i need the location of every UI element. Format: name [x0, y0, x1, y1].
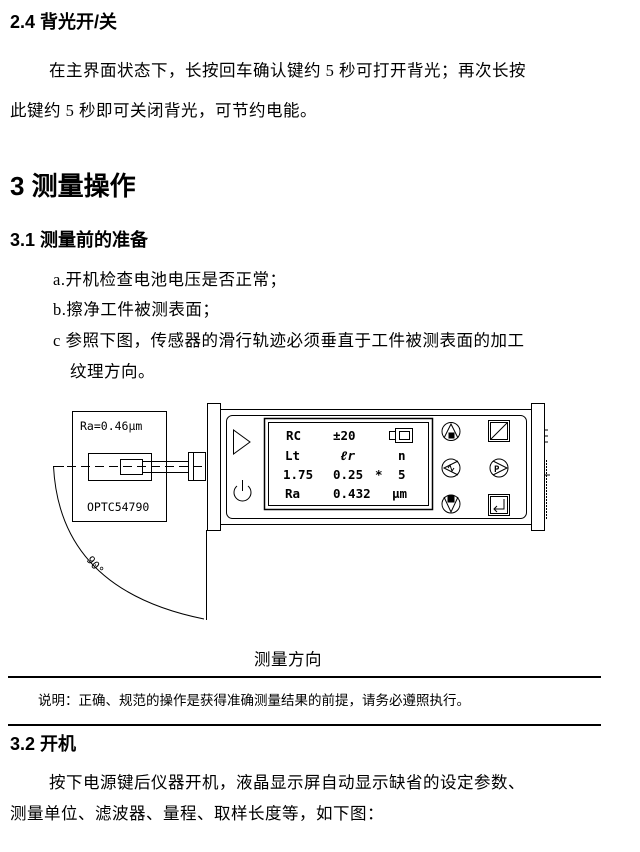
sensor-range-label: Ra=0.46μm	[80, 419, 142, 433]
angle-arc	[53, 466, 205, 620]
note-bottom-rule	[8, 724, 601, 726]
sensor-serial-label: OPTC54790	[87, 500, 149, 514]
note-top-rule	[8, 676, 601, 678]
lcd-outer	[263, 417, 434, 511]
section-2-4-heading: 2.4 背光开/关	[10, 12, 118, 32]
lcd-param: Ra	[285, 486, 300, 501]
lcd-n-label: n	[398, 448, 406, 463]
angle-label: 90°	[84, 554, 107, 578]
prep-item-c-cont: 纹理方向。	[70, 362, 155, 381]
key-units-icon	[488, 420, 510, 442]
section-3-2-paragraph-line1: 按下电源键后仪器开机，液晶显示屏自动显示缺省的设定参数、	[49, 773, 525, 792]
key-enter-icon	[488, 494, 510, 516]
power-icon	[233, 485, 252, 502]
lcd-inner	[268, 422, 429, 506]
chapter-3-heading: 3 测量操作	[10, 171, 136, 201]
lcd-unit: μm	[392, 486, 408, 501]
lcd-lr-value: 0.25	[333, 467, 363, 482]
note-text: 说明：正确、规范的操作是获得准确测量结果的前提，请务必遵照执行。	[38, 693, 470, 708]
key-down-icon	[441, 494, 461, 514]
figure-caption: 测量方向	[254, 650, 322, 669]
prep-item-b: b.擦净工件被测表面；	[53, 300, 220, 319]
key-filter-icon	[441, 458, 461, 478]
start-icon	[233, 429, 251, 455]
lcd-lt-label: Lt	[285, 448, 300, 463]
section-3-2-heading: 3.2 开机	[10, 734, 77, 754]
lcd-result: 0.432	[333, 486, 371, 501]
lcd-lr-label: ℓr	[340, 448, 356, 463]
section-3-2-paragraph-line2: 测量单位、滤波器、量程、取样长度等，如下图：	[10, 804, 384, 823]
print-key-label: P	[494, 465, 500, 475]
measurement-direction-figure: Ra=0.46μm OPTC54790 90° RC ±20 Lt ℓr n 1…	[53, 403, 550, 620]
section-2-4-paragraph-line1: 在主界面状态下，长按回车确认键约 5 秒可打开背光；再次长按	[49, 61, 526, 80]
lcd-n-value: 5	[398, 467, 406, 482]
section-3-1-heading: 3.1 测量前的准备	[10, 230, 149, 250]
lcd-lt-value: 1.75	[283, 467, 313, 482]
device-panel	[226, 415, 527, 519]
device-right-plate	[531, 403, 545, 531]
sensor-collar	[188, 452, 206, 481]
prep-item-c: c 参照下图，传感器的滑行轨迹必须垂直于工件被测表面的加工	[53, 331, 525, 350]
lcd-range: ±20	[333, 428, 356, 443]
lcd-mode: RC	[286, 428, 301, 443]
lcd-mult: *	[375, 467, 383, 482]
prep-item-a: a.开机检查电池电压是否正常；	[53, 270, 287, 289]
device-left-plate	[207, 403, 221, 531]
section-2-4-paragraph-line2: 此键约 5 秒即可关闭背光，可节约电能。	[10, 101, 317, 120]
key-up-icon	[441, 422, 461, 441]
key-print-icon	[489, 458, 509, 478]
